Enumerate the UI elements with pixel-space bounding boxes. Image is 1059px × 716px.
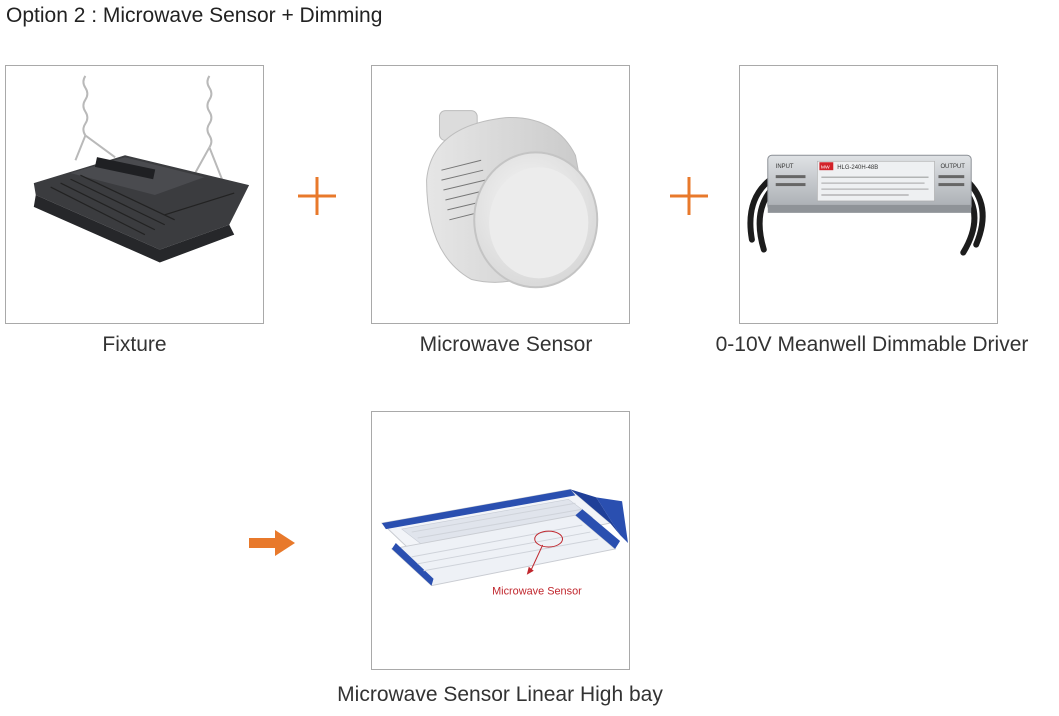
- plus-operator-2: [668, 175, 710, 217]
- fixture-image-frame: [5, 65, 264, 324]
- result-arrow-icon: [249, 530, 295, 556]
- sensor-label: Microwave Sensor: [419, 333, 593, 356]
- sensor-image-frame: [371, 65, 630, 324]
- fixture-image: [33, 75, 250, 263]
- driver-brand-text: MW: [821, 165, 830, 171]
- result-label: Microwave Sensor Linear High bay: [337, 683, 663, 706]
- page-title: Option 2 : Microwave Sensor + Dimming: [6, 4, 383, 27]
- driver-model-text: HLG-240H-48B: [837, 165, 878, 171]
- microwave-sensor-image: [426, 110, 599, 289]
- driver-image-frame: MW HLG-240H-48B INPUT OUTPUT: [739, 65, 998, 324]
- driver-output-text: OUTPUT: [940, 164, 965, 170]
- driver-label: 0-10V Meanwell Dimmable Driver: [715, 333, 1029, 356]
- driver-input-text: INPUT: [776, 164, 794, 170]
- microwave-sensor-callout: Microwave Sensor: [492, 586, 582, 598]
- plus-operator-1: [296, 175, 338, 217]
- fixture-label: Fixture: [102, 333, 167, 356]
- result-image-frame: Microwave Sensor: [371, 411, 630, 670]
- linear-high-bay-image: Microwave Sensor: [380, 488, 629, 598]
- dimmable-driver-image: MW HLG-240H-48B INPUT OUTPUT: [747, 154, 986, 256]
